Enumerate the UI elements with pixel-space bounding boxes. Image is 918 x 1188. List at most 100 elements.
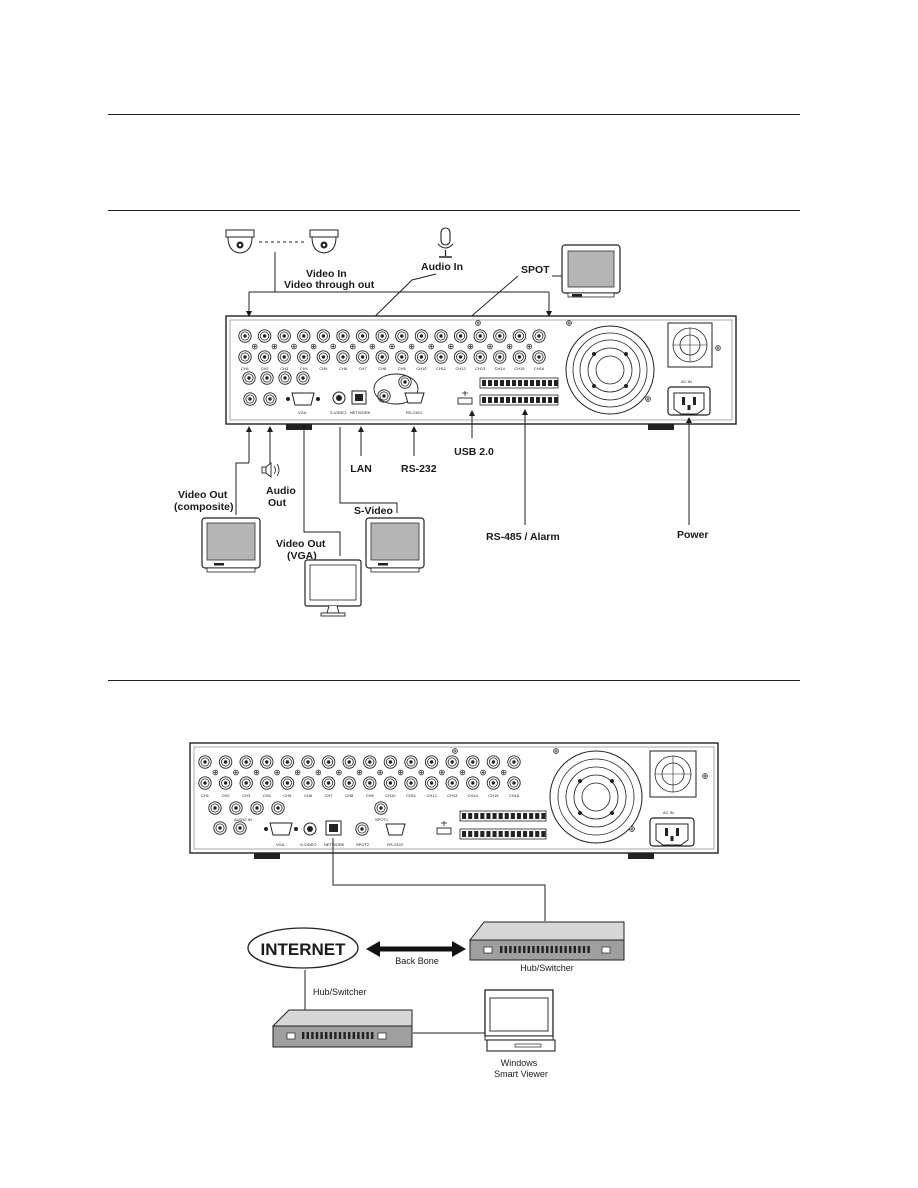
internet-cloud: INTERNET <box>247 927 359 969</box>
video-in-bnc <box>260 755 274 769</box>
video-through-bnc <box>336 350 350 364</box>
video-through-bnc <box>355 350 370 364</box>
vga-lcd-monitor-icon <box>304 559 362 617</box>
video-in-bnc <box>257 329 272 343</box>
channel-label: CH2 <box>222 793 231 798</box>
spot-label: SPOT <box>521 264 550 276</box>
video-through-bnc <box>383 776 398 790</box>
rs232c-label: RS-232C <box>387 842 404 847</box>
section-rule-1 <box>108 210 800 211</box>
hub-switcher-top-icon <box>468 921 625 961</box>
video-in-bnc <box>355 329 370 343</box>
video-in-bnc <box>316 329 331 343</box>
section-rule-2 <box>108 680 800 681</box>
svideo-label: S-VIDEO <box>330 410 346 415</box>
power-fan-module <box>667 322 713 368</box>
spot-monitor-icon <box>561 244 621 298</box>
rs232-port <box>385 823 406 836</box>
channel-label: CH15 <box>488 793 499 798</box>
channel-label: CH5 <box>319 366 328 371</box>
ac-in-label: AC IN <box>663 810 674 815</box>
rs232-port <box>404 392 425 404</box>
microphone-icon <box>437 227 454 258</box>
video-through-bnc <box>363 776 377 790</box>
video-through-bnc <box>342 776 356 790</box>
video-through-bnc <box>395 350 409 364</box>
fan-grille-icon <box>549 750 643 844</box>
spot2-label: SPOT2 <box>356 842 370 847</box>
video-through-bnc <box>453 350 468 364</box>
channel-label: CH16 <box>534 366 545 371</box>
spot1-label: SPOT1 <box>375 817 389 822</box>
hub-switcher-bottom-icon <box>271 1009 413 1048</box>
vga-label: VGA <box>298 410 307 415</box>
video-out-connector <box>243 392 257 406</box>
network-label: NETWORK <box>350 410 371 415</box>
viewer-label-1: Windows <box>501 1058 538 1068</box>
video-through-bnc <box>239 776 253 790</box>
viewer-label-2: Smart Viewer <box>494 1069 548 1079</box>
lan-label: LAN <box>350 463 372 475</box>
video-through-bnc <box>321 776 336 790</box>
audio-out-label-2: Out <box>268 497 287 509</box>
channel-label: CH10 <box>385 793 396 798</box>
video-in-bnc <box>507 755 521 769</box>
video-in-bnc <box>453 329 468 343</box>
backbone-arrow <box>366 941 466 957</box>
video-through-bnc <box>434 350 448 364</box>
svideo-label-callout: S-Video <box>354 505 393 517</box>
video-through-bnc <box>486 776 501 790</box>
video-in-bnc <box>342 755 356 769</box>
spot2-connector <box>377 389 391 403</box>
channel-label: CH12 <box>426 793 437 798</box>
channel-label: CH13 <box>475 366 486 371</box>
dome-camera-icon <box>309 229 339 254</box>
camera-group <box>225 229 552 317</box>
video-through-bnc <box>424 776 439 790</box>
channel-label: CH11 <box>406 793 417 798</box>
channel-label: CH14 <box>468 793 479 798</box>
fan-grille-icon <box>565 325 655 415</box>
video-in-label: Video In <box>306 268 347 280</box>
channel-label: CH12 <box>455 366 466 371</box>
network-port <box>325 820 342 836</box>
video-through-bnc <box>238 350 252 364</box>
vga-port <box>286 392 320 406</box>
composite-monitor-icon <box>201 517 261 573</box>
video-through-bnc <box>493 350 507 364</box>
video-in-bnc <box>434 329 448 343</box>
video-in-bnc <box>493 329 507 343</box>
video-through-bnc <box>218 776 233 790</box>
channel-label: CH9 <box>398 366 407 371</box>
audio-in-panel-label: AUDIO IN <box>234 817 252 822</box>
video-in-bnc <box>404 755 418 769</box>
video-in-bnc <box>532 329 546 343</box>
channel-label: CH4 <box>263 793 272 798</box>
usb-port-icon <box>457 391 473 405</box>
channel-label: CH16 <box>509 793 520 798</box>
ac-in-label: AC IN <box>681 379 692 384</box>
video-through-bnc <box>512 350 527 364</box>
video-through-bnc <box>445 776 459 790</box>
channel-label: CH6 <box>339 366 348 371</box>
channel-label: CH4 <box>300 366 309 371</box>
channel-label: CH14 <box>495 366 506 371</box>
terminal-block <box>479 377 559 406</box>
usb-label: USB 2.0 <box>454 446 494 458</box>
channel-label: CH15 <box>514 366 525 371</box>
video-through-bnc <box>277 350 291 364</box>
video-in-bnc <box>466 755 480 769</box>
audio-out-connector <box>263 392 277 406</box>
pc-computer-icon <box>484 989 556 1052</box>
ac-socket-icon <box>667 386 711 416</box>
rs232-label: RS-232 <box>401 463 437 475</box>
video-in-bnc <box>383 755 398 769</box>
video-through-bnc <box>297 350 311 364</box>
output-cables <box>235 409 692 556</box>
top-rule <box>108 114 800 115</box>
svideo-monitor-icon <box>365 517 425 573</box>
channel-label: CH5 <box>283 793 292 798</box>
